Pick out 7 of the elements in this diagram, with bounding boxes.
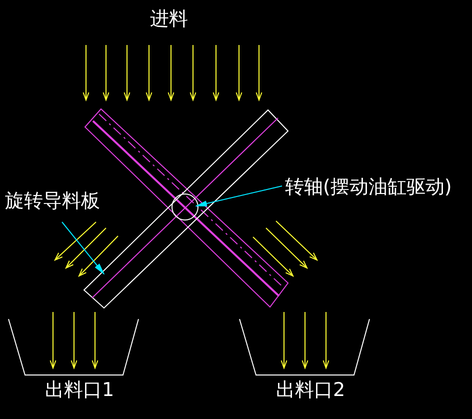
- outlet-label: 出料口1: [45, 379, 114, 401]
- leader-line: [62, 222, 105, 275]
- outlet-label: 出料口2: [276, 379, 346, 401]
- inlet-label: 进料: [150, 8, 188, 30]
- callout-label: 转轴(摆动油缸驱动): [285, 176, 452, 198]
- leader-line: [195, 186, 282, 206]
- callout-label: 旋转导料板: [5, 190, 100, 212]
